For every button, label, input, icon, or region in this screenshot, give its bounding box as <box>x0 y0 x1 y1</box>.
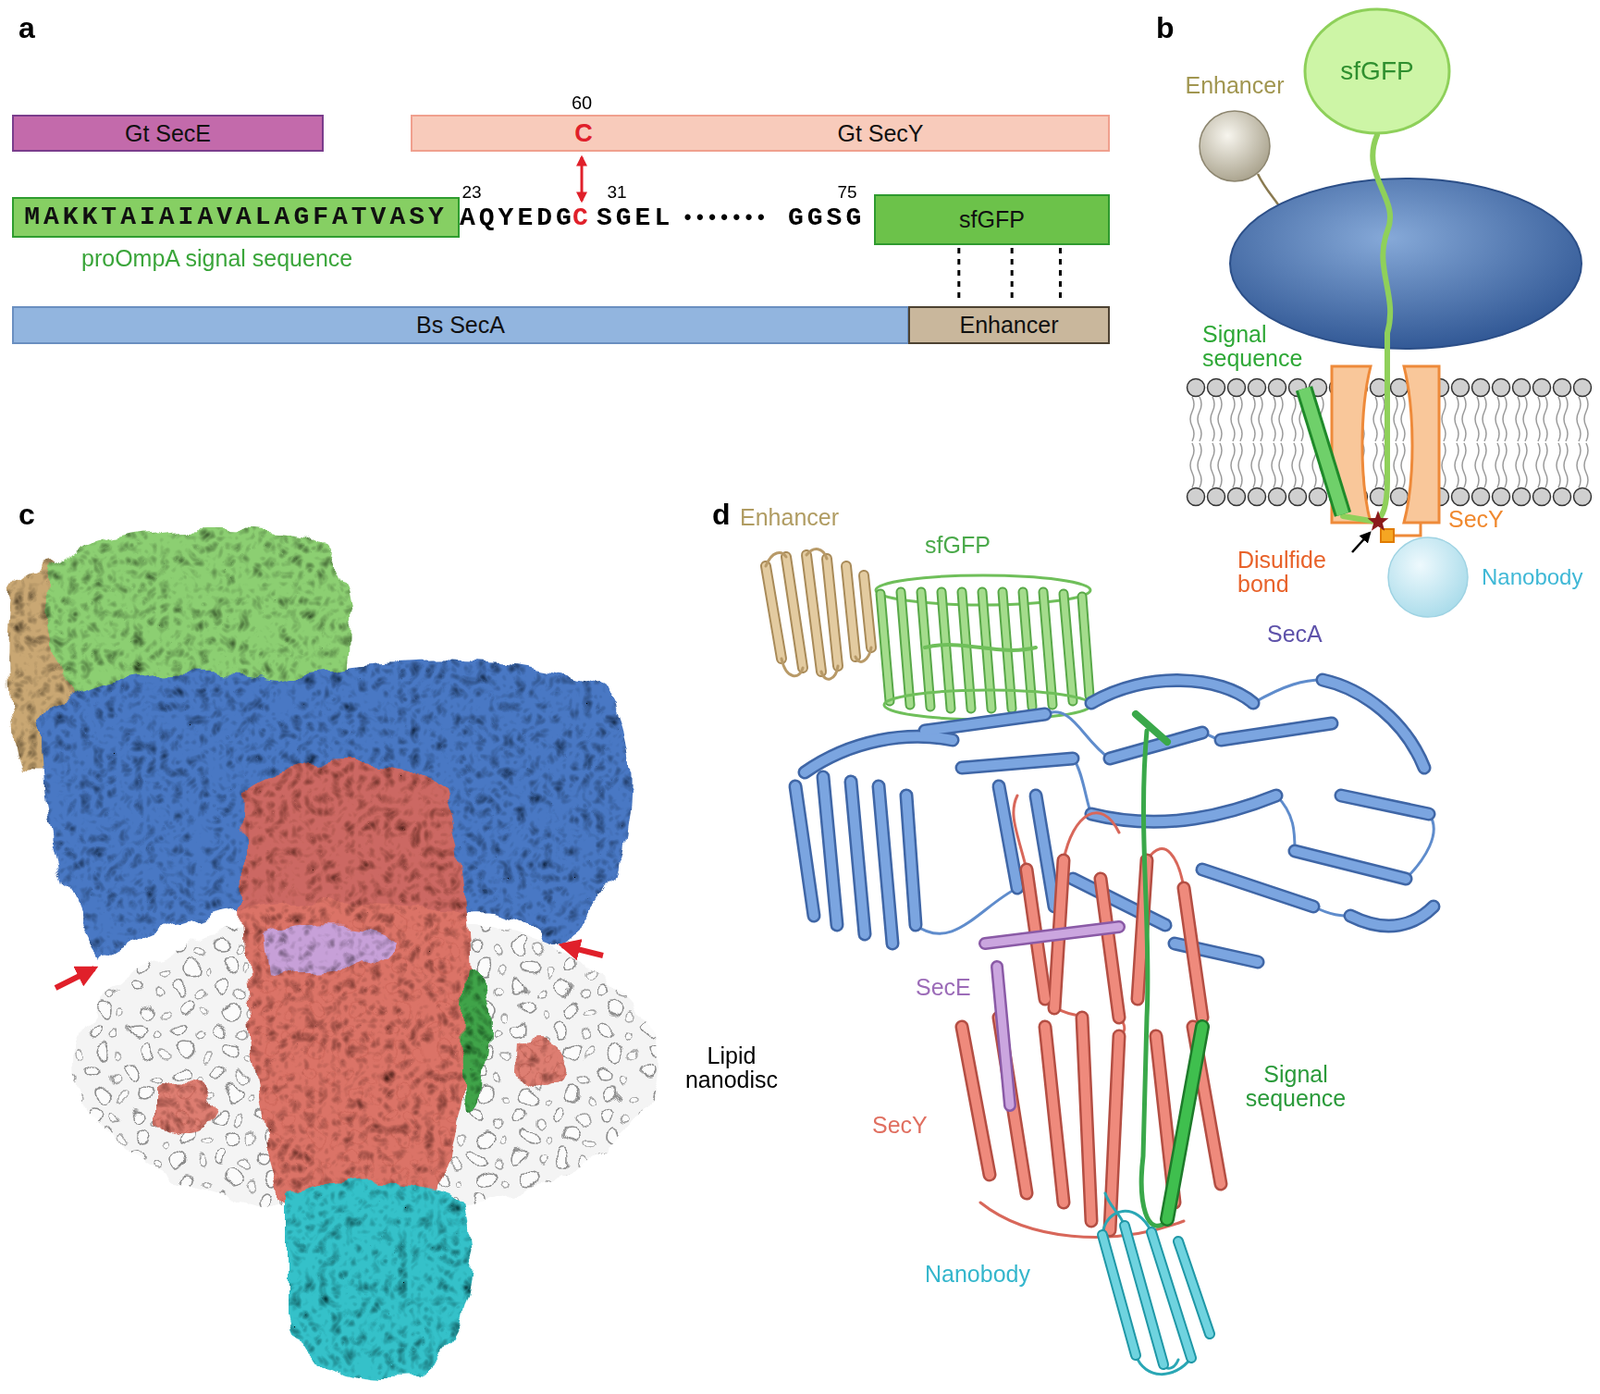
illustration-part <box>1167 1026 1203 1219</box>
part-label: Signal sequence <box>1235 1061 1356 1111</box>
label-text: Enhancer <box>959 313 1059 337</box>
part-label: Nanobody <box>924 1261 1031 1286</box>
signal-rod <box>1304 388 1343 515</box>
sequence-text: SGEL <box>596 204 674 232</box>
illustration-part <box>1141 730 1168 1226</box>
residue-number: 31 <box>606 183 627 202</box>
nanobody-circle <box>1388 537 1468 617</box>
label-text: Gt SecY <box>836 122 924 146</box>
part-label: SecA <box>1267 621 1323 646</box>
sfgfp-ellipse: sfGFP <box>1303 7 1452 136</box>
protein-box: Gt SecE <box>12 114 324 152</box>
panel-d-art <box>765 549 1434 1375</box>
illustration-part <box>961 860 1221 1231</box>
part-label: sfGFP <box>924 532 991 557</box>
residue-number: 75 <box>836 183 857 202</box>
label-text: Enhancer <box>1184 73 1284 98</box>
part-label: Lipid nanodisc <box>679 1043 784 1093</box>
signal-rod <box>1304 388 1343 515</box>
crosslink-arrow <box>580 157 584 201</box>
illustration-part <box>157 1082 218 1134</box>
part-label: Enhancer <box>739 504 839 530</box>
protein-box: Bs SecA <box>12 306 910 345</box>
sequence-text: AQYEDG <box>459 204 576 232</box>
sfgfp-outline <box>1304 9 1450 134</box>
illustration-part <box>765 549 872 680</box>
part-label: SecE <box>915 974 972 999</box>
pointer-arrow <box>562 945 604 956</box>
residue-number: 60 <box>571 93 592 113</box>
label-text: sfGFP <box>1340 58 1414 85</box>
box-heading: proOmpA signal sequence <box>81 246 353 271</box>
sequence-text: MAKKTAIAIAVALAGFATVASY <box>24 204 448 231</box>
illustration-part <box>263 923 394 974</box>
part-label: SecY <box>872 1112 928 1137</box>
protein-box: Enhancer <box>908 306 1110 345</box>
cysteine-square <box>1380 529 1394 542</box>
nanobody-sphere: Nanobody <box>1385 534 1597 620</box>
illustration-part <box>516 1039 567 1089</box>
part-label: Signal sequence <box>1202 321 1316 371</box>
panel-letter: c <box>18 499 36 531</box>
leader-arrow <box>1352 532 1370 553</box>
illustration-part <box>462 971 492 1111</box>
dotted-connector <box>1010 247 1014 304</box>
secy-tail <box>1392 522 1421 536</box>
illustration-part <box>984 926 1120 1106</box>
sequence-text: C <box>572 204 592 232</box>
enhancer-sphere: Enhancer <box>1169 73 1300 185</box>
illustration-part <box>961 860 1221 1231</box>
panel-c-art <box>7 528 658 1379</box>
illustration-part <box>1135 713 1168 742</box>
label-text: Nanobody <box>1481 566 1583 589</box>
part-label: Disulfide bond <box>1237 547 1349 597</box>
illustration-part <box>765 554 872 672</box>
illustration-part <box>243 763 471 1217</box>
part-label: SecY <box>1448 506 1504 531</box>
sequence-box: MAKKTAIAIAVALAGFATVASY <box>12 196 460 238</box>
sequence-text: GGSG <box>787 204 865 232</box>
signal-sequence-box: MAKKTAIAIAVALAGFATVASY proOmpA signal seq… <box>12 196 460 277</box>
residue-number: 23 <box>461 183 481 202</box>
illustration-part <box>765 554 872 672</box>
panel-a-art <box>581 157 583 201</box>
illustration-part <box>795 679 1434 962</box>
disulfide-star <box>1367 510 1390 531</box>
protein-box: Gt SecY C <box>410 114 1110 152</box>
protein-box: sfGFP <box>873 194 1110 246</box>
panel-letter: b <box>1156 12 1175 45</box>
residue-letter: C <box>574 121 593 147</box>
seca-ellipse <box>1230 178 1582 349</box>
illustration-part <box>288 1180 472 1379</box>
enhancer-circle <box>1199 110 1270 182</box>
label-text: Bs SecA <box>416 313 505 337</box>
panel-letter: d <box>712 499 731 531</box>
label-text: sfGFP <box>959 208 1025 232</box>
dotted-connector <box>957 247 960 304</box>
illustration-part <box>1102 1225 1210 1365</box>
illustration-part <box>924 644 1036 651</box>
density-map <box>157 763 567 1379</box>
secy-half <box>1403 366 1440 523</box>
substrate-chain <box>1342 135 1391 522</box>
dotted-connector <box>1058 247 1062 304</box>
illustration-part <box>795 679 1434 962</box>
illustration-part <box>1102 1225 1210 1365</box>
label-text: Gt SecE <box>124 122 211 146</box>
illustration-part <box>984 926 1120 1106</box>
pointer-arrow <box>55 968 95 988</box>
panel-b-art <box>1185 135 1593 553</box>
illustration-part <box>1167 1026 1203 1219</box>
sequence-ellipsis: ••••••• <box>681 208 767 230</box>
panel-letter: a <box>18 12 36 45</box>
